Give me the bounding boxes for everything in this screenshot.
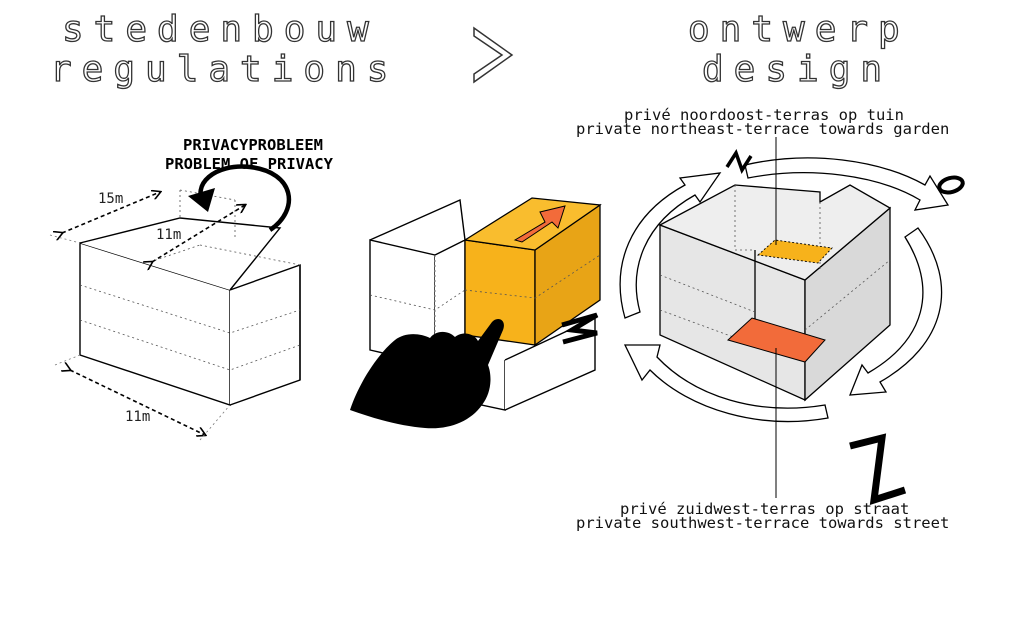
dimension-11m-width: 11m bbox=[125, 409, 151, 425]
compass-ring bbox=[619, 157, 950, 423]
title-stedenbouw: stedenbouw bbox=[61, 9, 379, 50]
terrace-northeast-label-en: private northeast-terrace towards garden bbox=[576, 120, 950, 138]
terrace-southwest-label-en: private southwest-terrace towards street bbox=[576, 514, 950, 532]
design-building-hidden-lines bbox=[659, 185, 891, 346]
privacy-label-nl: PRIVACYPROBLEEM bbox=[183, 136, 323, 154]
title-ontwerp: ontwerp bbox=[687, 9, 910, 50]
north-mark bbox=[725, 149, 753, 174]
privacy-label-en: PROBLEM OF PRIVACY bbox=[165, 155, 333, 173]
dimension-15m: 15m bbox=[98, 191, 124, 207]
terrace-southwest bbox=[727, 317, 826, 363]
push-arrow bbox=[513, 205, 566, 243]
east-mark bbox=[937, 175, 965, 195]
orange-volume-hidden-lines bbox=[369, 254, 601, 350]
title-regulations: regulations bbox=[49, 49, 399, 90]
terrace-northeast-label-nl: privé noordoost-terras op tuin bbox=[624, 106, 904, 124]
dimension-lines bbox=[62, 192, 245, 435]
privacy-arrow-head bbox=[188, 188, 215, 212]
terrace-northeast bbox=[756, 239, 833, 264]
dimension-ticks bbox=[49, 234, 231, 441]
privacy-arrow bbox=[198, 164, 291, 232]
title-design: design bbox=[701, 49, 893, 90]
terrace-southwest-label-nl: privé zuidwest-terras op straat bbox=[620, 500, 910, 518]
regulation-block bbox=[79, 217, 301, 406]
south-mark bbox=[849, 433, 907, 506]
design-building bbox=[658, 184, 892, 402]
title-chevron bbox=[473, 26, 514, 84]
orange-volume bbox=[463, 197, 602, 347]
west-letter-mark bbox=[561, 312, 599, 345]
dimension-11m-depth: 11m bbox=[156, 227, 182, 243]
hand-icon bbox=[350, 318, 504, 429]
